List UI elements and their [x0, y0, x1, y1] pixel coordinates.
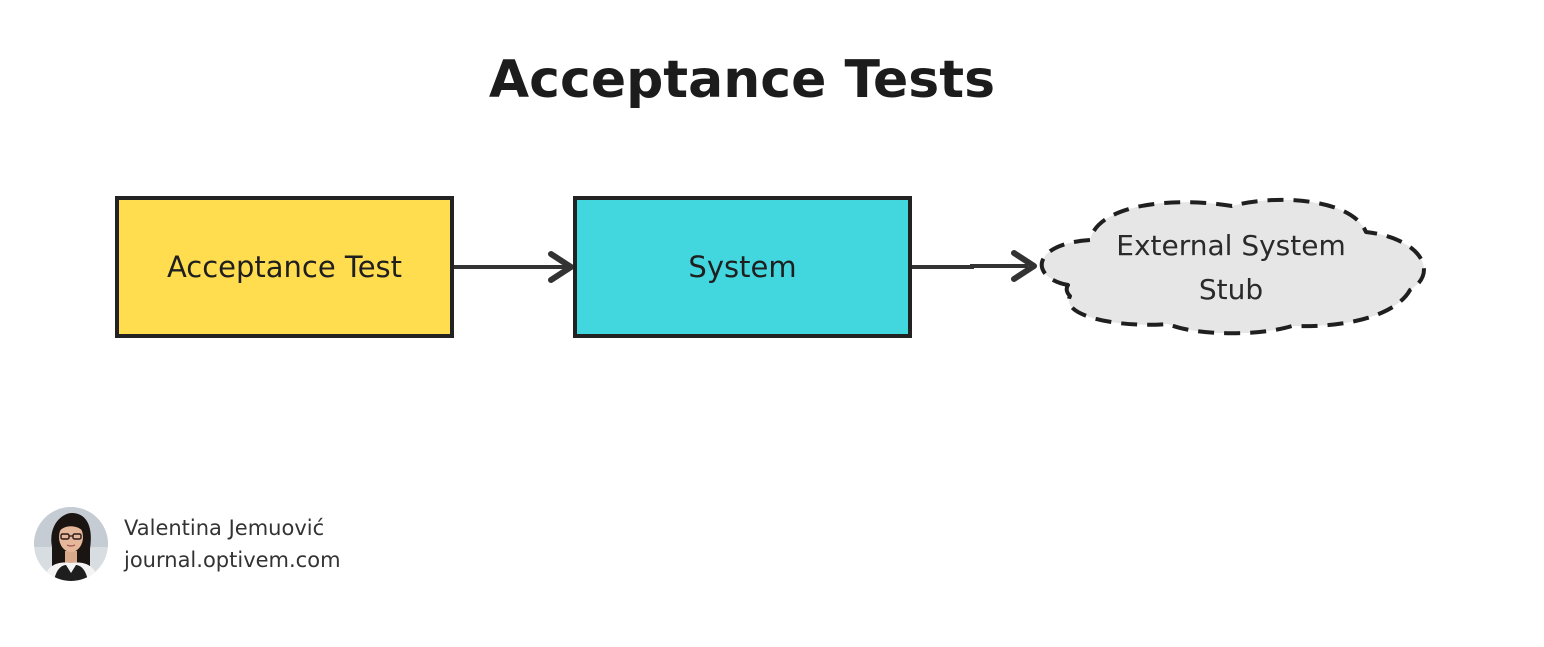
node-acceptance-test: Acceptance Test	[115, 196, 454, 338]
node-external-system-stub-label: External System Stub	[1116, 229, 1346, 306]
node-acceptance-test-label: Acceptance Test	[166, 250, 403, 284]
node-system: System	[573, 196, 912, 338]
author-text-block: Valentina Jemuović journal.optivem.com	[124, 512, 341, 576]
author-avatar	[34, 507, 108, 581]
edge-system-to-stub	[912, 250, 1037, 282]
node-system-label: System	[688, 250, 797, 284]
edge-acceptance-to-system	[454, 251, 574, 283]
author-name: Valentina Jemuović	[124, 516, 325, 540]
avatar-portrait-icon	[34, 507, 108, 581]
author-website: journal.optivem.com	[124, 548, 341, 572]
author-credit: Valentina Jemuović journal.optivem.com	[34, 507, 341, 581]
diagram-title: Acceptance Tests	[488, 50, 996, 110]
